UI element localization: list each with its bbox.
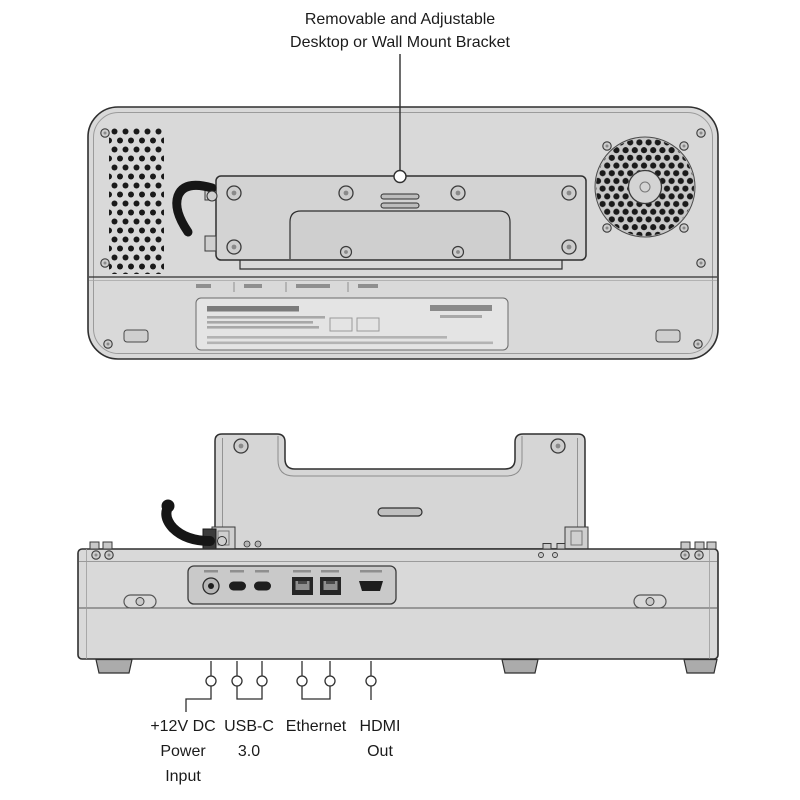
fan-grille-icon — [594, 136, 696, 238]
dc-power-label: +12V DC Power Input — [150, 718, 216, 785]
top-edge-standoffs — [89, 541, 717, 550]
usb-c-port-2 — [254, 581, 271, 591]
chassis-body — [77, 548, 719, 660]
dc-power-port — [202, 577, 220, 595]
vent-holes-icon — [109, 127, 164, 274]
bracket-callout-line2: Desktop or Wall Mount Bracket — [290, 34, 510, 51]
bracket-callout-pointer — [393, 54, 407, 184]
rear-panel-view — [87, 106, 719, 360]
bracket-lever-rear-view — [161, 499, 227, 550]
bottom-rear-view — [77, 433, 719, 712]
mount-bracket-top-view — [204, 175, 587, 270]
chassis-rear-view — [77, 541, 719, 660]
connector-recess — [187, 565, 397, 605]
mount-bracket-rear-view — [211, 433, 589, 550]
bracket-lever-top-view — [172, 180, 218, 237]
hdmi-port — [359, 581, 383, 591]
ethernet-port-1 — [292, 577, 313, 595]
bottom-mount-tabs — [123, 329, 681, 343]
info-label-plate — [195, 297, 509, 351]
ethernet-port-2 — [320, 577, 341, 595]
rubber-feet — [95, 658, 718, 674]
bracket-callout-line1: Removable and Adjustable — [304, 11, 496, 28]
usb-c-port-1 — [229, 581, 246, 591]
bracket-callout-label: Removable and Adjustable Desktop or Wall… — [150, 8, 650, 54]
usb-c-label: USB-C 3.0 — [224, 718, 274, 760]
ethernet-label: Ethernet — [285, 718, 347, 735]
port-callout-pointers — [185, 661, 377, 712]
circle-marker-icon — [393, 169, 407, 184]
foot-mounts — [123, 594, 667, 609]
hdmi-label: HDMI Out — [359, 718, 401, 760]
connector-legend — [196, 282, 378, 292]
